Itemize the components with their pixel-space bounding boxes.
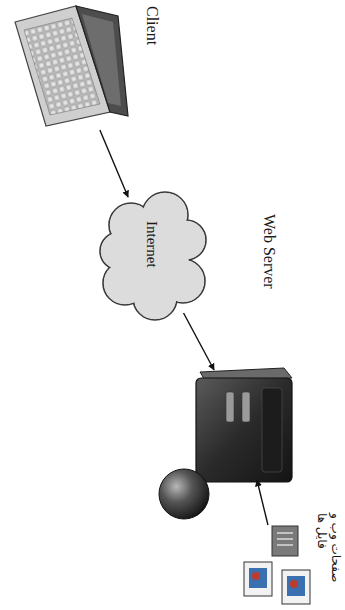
globe-icon — [159, 469, 209, 519]
node-shape — [242, 525, 314, 607]
laptop-illustration — [15, 6, 128, 126]
node-label: Internet — [143, 221, 160, 268]
node-label: Web Server — [260, 214, 278, 289]
web-server-node: Web Server — [160, 210, 295, 530]
client-node: Client — [10, 0, 170, 135]
arrow-connector — [184, 313, 215, 370]
node-label: Client — [143, 6, 161, 45]
files-label: صفحات وب و فایل ها — [314, 513, 342, 608]
file-icons — [244, 526, 310, 604]
server-illustration — [196, 368, 292, 482]
node-shape — [10, 0, 135, 130]
arrow-connector — [257, 480, 268, 525]
arrow-connector — [100, 130, 128, 197]
node-shape — [195, 370, 292, 480]
internet-cloud: Internet — [95, 185, 210, 325]
files-node: صفحات وب و فایل ها — [236, 505, 345, 610]
